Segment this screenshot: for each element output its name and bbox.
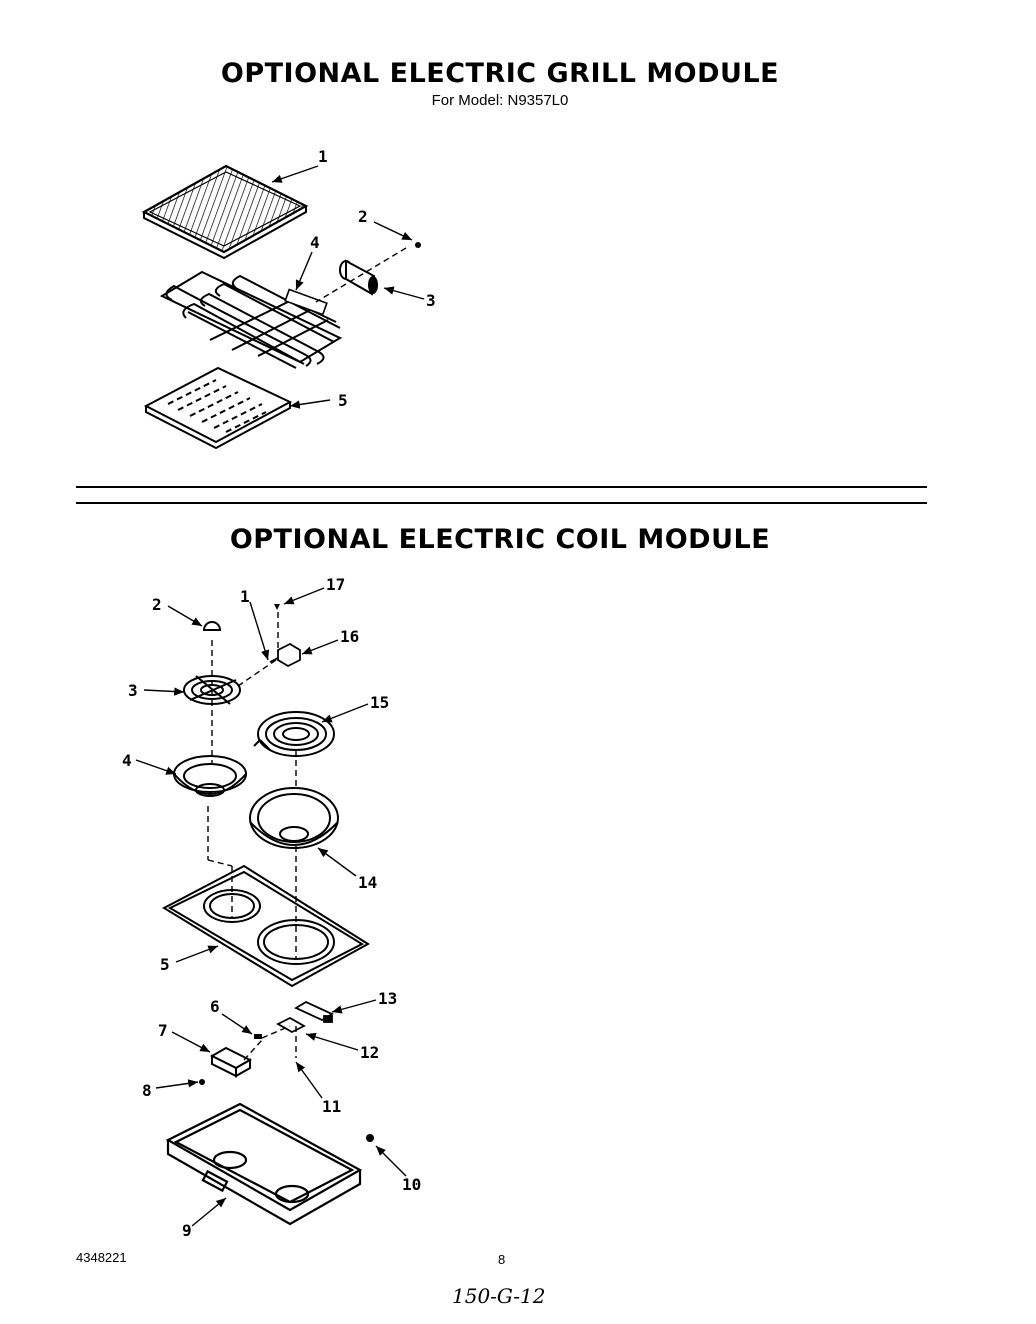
coil-screw-17-part	[274, 604, 280, 610]
coil-callout-8: 8	[142, 1081, 152, 1100]
grill-callout-4: 4	[310, 233, 320, 252]
coil-callout-17: 17	[326, 575, 345, 594]
coil-module-title: OPTIONAL ELECTRIC COIL MODULE	[229, 524, 771, 555]
grill-leader-lines	[271, 165, 425, 409]
coil-large-drip-bowl-part	[249, 787, 339, 849]
coil-callout-11: 11	[322, 1097, 341, 1116]
coil-callout-2: 2	[152, 595, 162, 614]
coil-callout-16: 16	[340, 627, 359, 646]
coil-clip-6-part	[254, 1034, 262, 1039]
coil-insulator-12-part	[276, 1016, 306, 1034]
coil-base-pan-part	[165, 1102, 363, 1226]
handwritten-reference: 150-G-12	[452, 1284, 546, 1308]
grill-screw-part	[415, 242, 421, 248]
coil-bracket-13-part	[294, 1000, 334, 1023]
grill-module-title: OPTIONAL ELECTRIC GRILL MODULE	[220, 58, 780, 89]
grill-callout-2: 2	[358, 207, 368, 226]
coil-callout-7: 7	[158, 1021, 168, 1040]
coil-trim-ring-plate-part	[161, 864, 370, 988]
coil-terminal-block-part	[269, 642, 301, 668]
coil-assembly-lines	[207, 612, 297, 1061]
grill-callout-5: 5	[338, 391, 348, 410]
grill-receptacle-part	[339, 259, 378, 296]
coil-callout-15: 15	[370, 693, 389, 712]
grill-callout-1: 1	[318, 147, 328, 166]
grill-element-part	[159, 270, 343, 369]
coil-screw-8-part	[199, 1079, 205, 1085]
coil-callout-1: 1	[240, 587, 250, 606]
document-number: 4348221	[76, 1250, 127, 1265]
coil-leader-lines	[135, 587, 407, 1227]
coil-large-element-part	[253, 711, 335, 757]
coil-callout-12: 12	[360, 1043, 379, 1062]
coil-callout-9: 9	[182, 1221, 192, 1240]
coil-callout-10: 10	[402, 1175, 421, 1194]
coil-knob-cap-part	[202, 621, 222, 631]
coil-callout-3: 3	[128, 681, 138, 700]
coil-screw-10-part	[366, 1134, 374, 1142]
coil-callout-13: 13	[378, 989, 397, 1008]
coil-callout-5: 5	[160, 955, 170, 974]
coil-callout-4: 4	[122, 751, 132, 770]
section-divider-top	[76, 486, 927, 488]
grill-drip-tray-part	[143, 366, 293, 450]
grill-terminal-block-part	[284, 288, 328, 316]
grill-callout-3: 3	[426, 291, 436, 310]
model-line: For Model: N9357L0	[431, 92, 569, 109]
coil-callout-14: 14	[358, 873, 377, 892]
coil-small-drip-bowl-part	[173, 755, 247, 797]
grill-rack-part	[141, 164, 309, 260]
section-divider-bottom	[76, 502, 927, 504]
page-number: 8	[498, 1252, 506, 1267]
coil-callout-6: 6	[210, 997, 220, 1016]
coil-receptacle-7-part	[209, 1046, 253, 1078]
